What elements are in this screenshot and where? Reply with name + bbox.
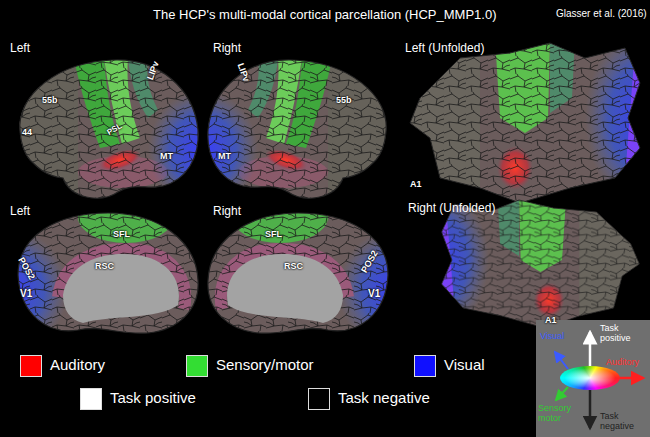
legend-swatch: [186, 355, 208, 377]
figure-label: Sensory motor: [538, 404, 578, 424]
figure-label: Right (Unfolded): [408, 202, 495, 215]
figure-label: SFL: [113, 230, 130, 240]
legend-swatch: [20, 355, 42, 377]
figure-label: Task negative: [600, 412, 646, 432]
figure-label: Right: [213, 42, 241, 55]
figure-label: V1: [368, 288, 380, 299]
legend-label: Task positive: [110, 390, 196, 407]
figure-label: Task positive: [600, 324, 644, 344]
figure-label: RSC: [95, 262, 114, 272]
figure-label: MT: [218, 152, 231, 162]
figure-label: MT: [160, 152, 173, 162]
figure-label: 44: [22, 128, 32, 138]
figure-title: The HCP's multi-modal cortical parcellat…: [153, 8, 496, 22]
figure-label: Left: [10, 205, 30, 218]
legend-label: Task negative: [338, 390, 430, 407]
credit-label: Glasser et al. (2016): [556, 8, 647, 19]
figure-label: RSC: [284, 262, 303, 272]
figure-label: A1: [545, 316, 557, 326]
figure-label: 55b: [42, 96, 58, 106]
figure-label: SFL: [265, 230, 282, 240]
legend-swatch: [80, 388, 102, 410]
figure-label: Right: [213, 205, 241, 218]
legend-swatch: [414, 355, 436, 377]
legend-label: Sensory/motor: [216, 357, 314, 374]
color-wheel: [560, 366, 620, 390]
legend-label: Visual: [444, 357, 485, 374]
figure-label: Visual: [540, 332, 564, 342]
figure-label: V1: [20, 288, 32, 299]
figure-label: Left: [10, 42, 30, 55]
figure-label: Auditory: [606, 358, 639, 368]
legend-label: Auditory: [50, 357, 105, 374]
figure-label: Left (Unfolded): [405, 42, 484, 55]
figure-label: 55b: [336, 96, 352, 106]
legend-swatch: [308, 388, 330, 410]
figure-label: A1: [410, 180, 422, 190]
